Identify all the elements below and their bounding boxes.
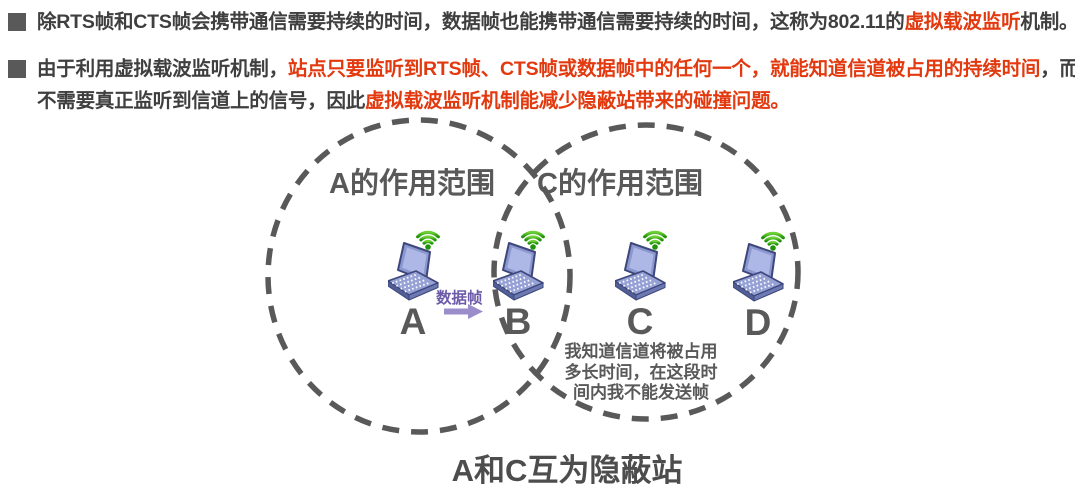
station-c-note: 我知道信道将被占用 多长时间，在这段时 间内我不能发送帧 [541, 342, 741, 404]
station-c: C [615, 225, 672, 345]
text-segment: 虚拟载波监听 [904, 11, 1021, 33]
bullet-square-icon [8, 13, 26, 31]
station-a: A [388, 225, 445, 345]
laptop-wifi-icon [493, 225, 550, 307]
station-label-b: B [504, 301, 532, 342]
diagram-caption: A和C互为隐蔽站 [451, 453, 683, 485]
range-label-c: C的作用范围 [537, 168, 703, 200]
coverage-circle-c [491, 122, 801, 422]
text-segment: 不需要真正监听到信道上的信号，因此 [37, 90, 366, 112]
bullet-line: 不需要真正监听到信道上的信号，因此虚拟载波监听机制能减少隐蔽站带来的碰撞问题。 [37, 85, 1075, 117]
laptop-wifi-icon [733, 226, 790, 308]
bullet-line: 由于利用虚拟载波监听机制，站点只要监听到RTS帧、CTS帧或数据帧中的任何一个，… [37, 53, 1075, 85]
bullet-text-2: 由于利用虚拟载波监听机制，站点只要监听到RTS帧、CTS帧或数据帧中的任何一个，… [37, 53, 1075, 117]
text-segment: 除RTS帧和CTS帧会携带通信需要持续的时间，数据帧也能携带通信需要持续的时间，… [37, 11, 905, 33]
note-line: 我知道信道将被占用 [564, 342, 718, 361]
note-line: 多长时间，在这段时 [564, 362, 718, 382]
station-label-c: C [626, 301, 654, 342]
station-d: D [733, 226, 790, 346]
text-segment: 由于利用虚拟载波监听机制， [37, 58, 288, 80]
note-line: 间内我不能发送帧 [573, 383, 709, 402]
bullet-list: 除RTS帧和CTS帧会携带通信需要持续的时间，数据帧也能携带通信需要持续的时间，… [8, 6, 1075, 117]
laptop-wifi-icon [615, 225, 672, 307]
range-label-a: A的作用范围 [329, 168, 495, 200]
bullet-line: 除RTS帧和CTS帧会携带通信需要持续的时间，数据帧也能携带通信需要持续的时间，… [37, 6, 1075, 38]
text-segment: 虚拟载波监听机制能减少隐蔽站带来的碰撞问题。 [365, 90, 790, 112]
text-segment: 站点只要监听到RTS帧、CTS帧或数据帧中的任何一个，就能知道信道被占用的持续时… [287, 58, 1041, 80]
bullet-text-1: 除RTS帧和CTS帧会携带通信需要持续的时间，数据帧也能携带通信需要持续的时间，… [37, 6, 1075, 38]
text-segment: ，而 [1040, 58, 1075, 80]
data-frame-arrow [444, 304, 483, 319]
coverage-circle-a [265, 117, 573, 435]
bullet-item-2: 由于利用虚拟载波监听机制，站点只要监听到RTS帧、CTS帧或数据帧中的任何一个，… [8, 53, 1075, 117]
bullet-square-icon [8, 60, 26, 78]
data-frame-arrow-label: 数据帧 [436, 290, 483, 307]
station-label-a: A [399, 301, 427, 342]
station-b: B [493, 225, 550, 345]
text-segment: 机制。 [1020, 11, 1075, 33]
station-label-d: D [744, 302, 772, 343]
bullet-item-1: 除RTS帧和CTS帧会携带通信需要持续的时间，数据帧也能携带通信需要持续的时间，… [8, 6, 1075, 38]
